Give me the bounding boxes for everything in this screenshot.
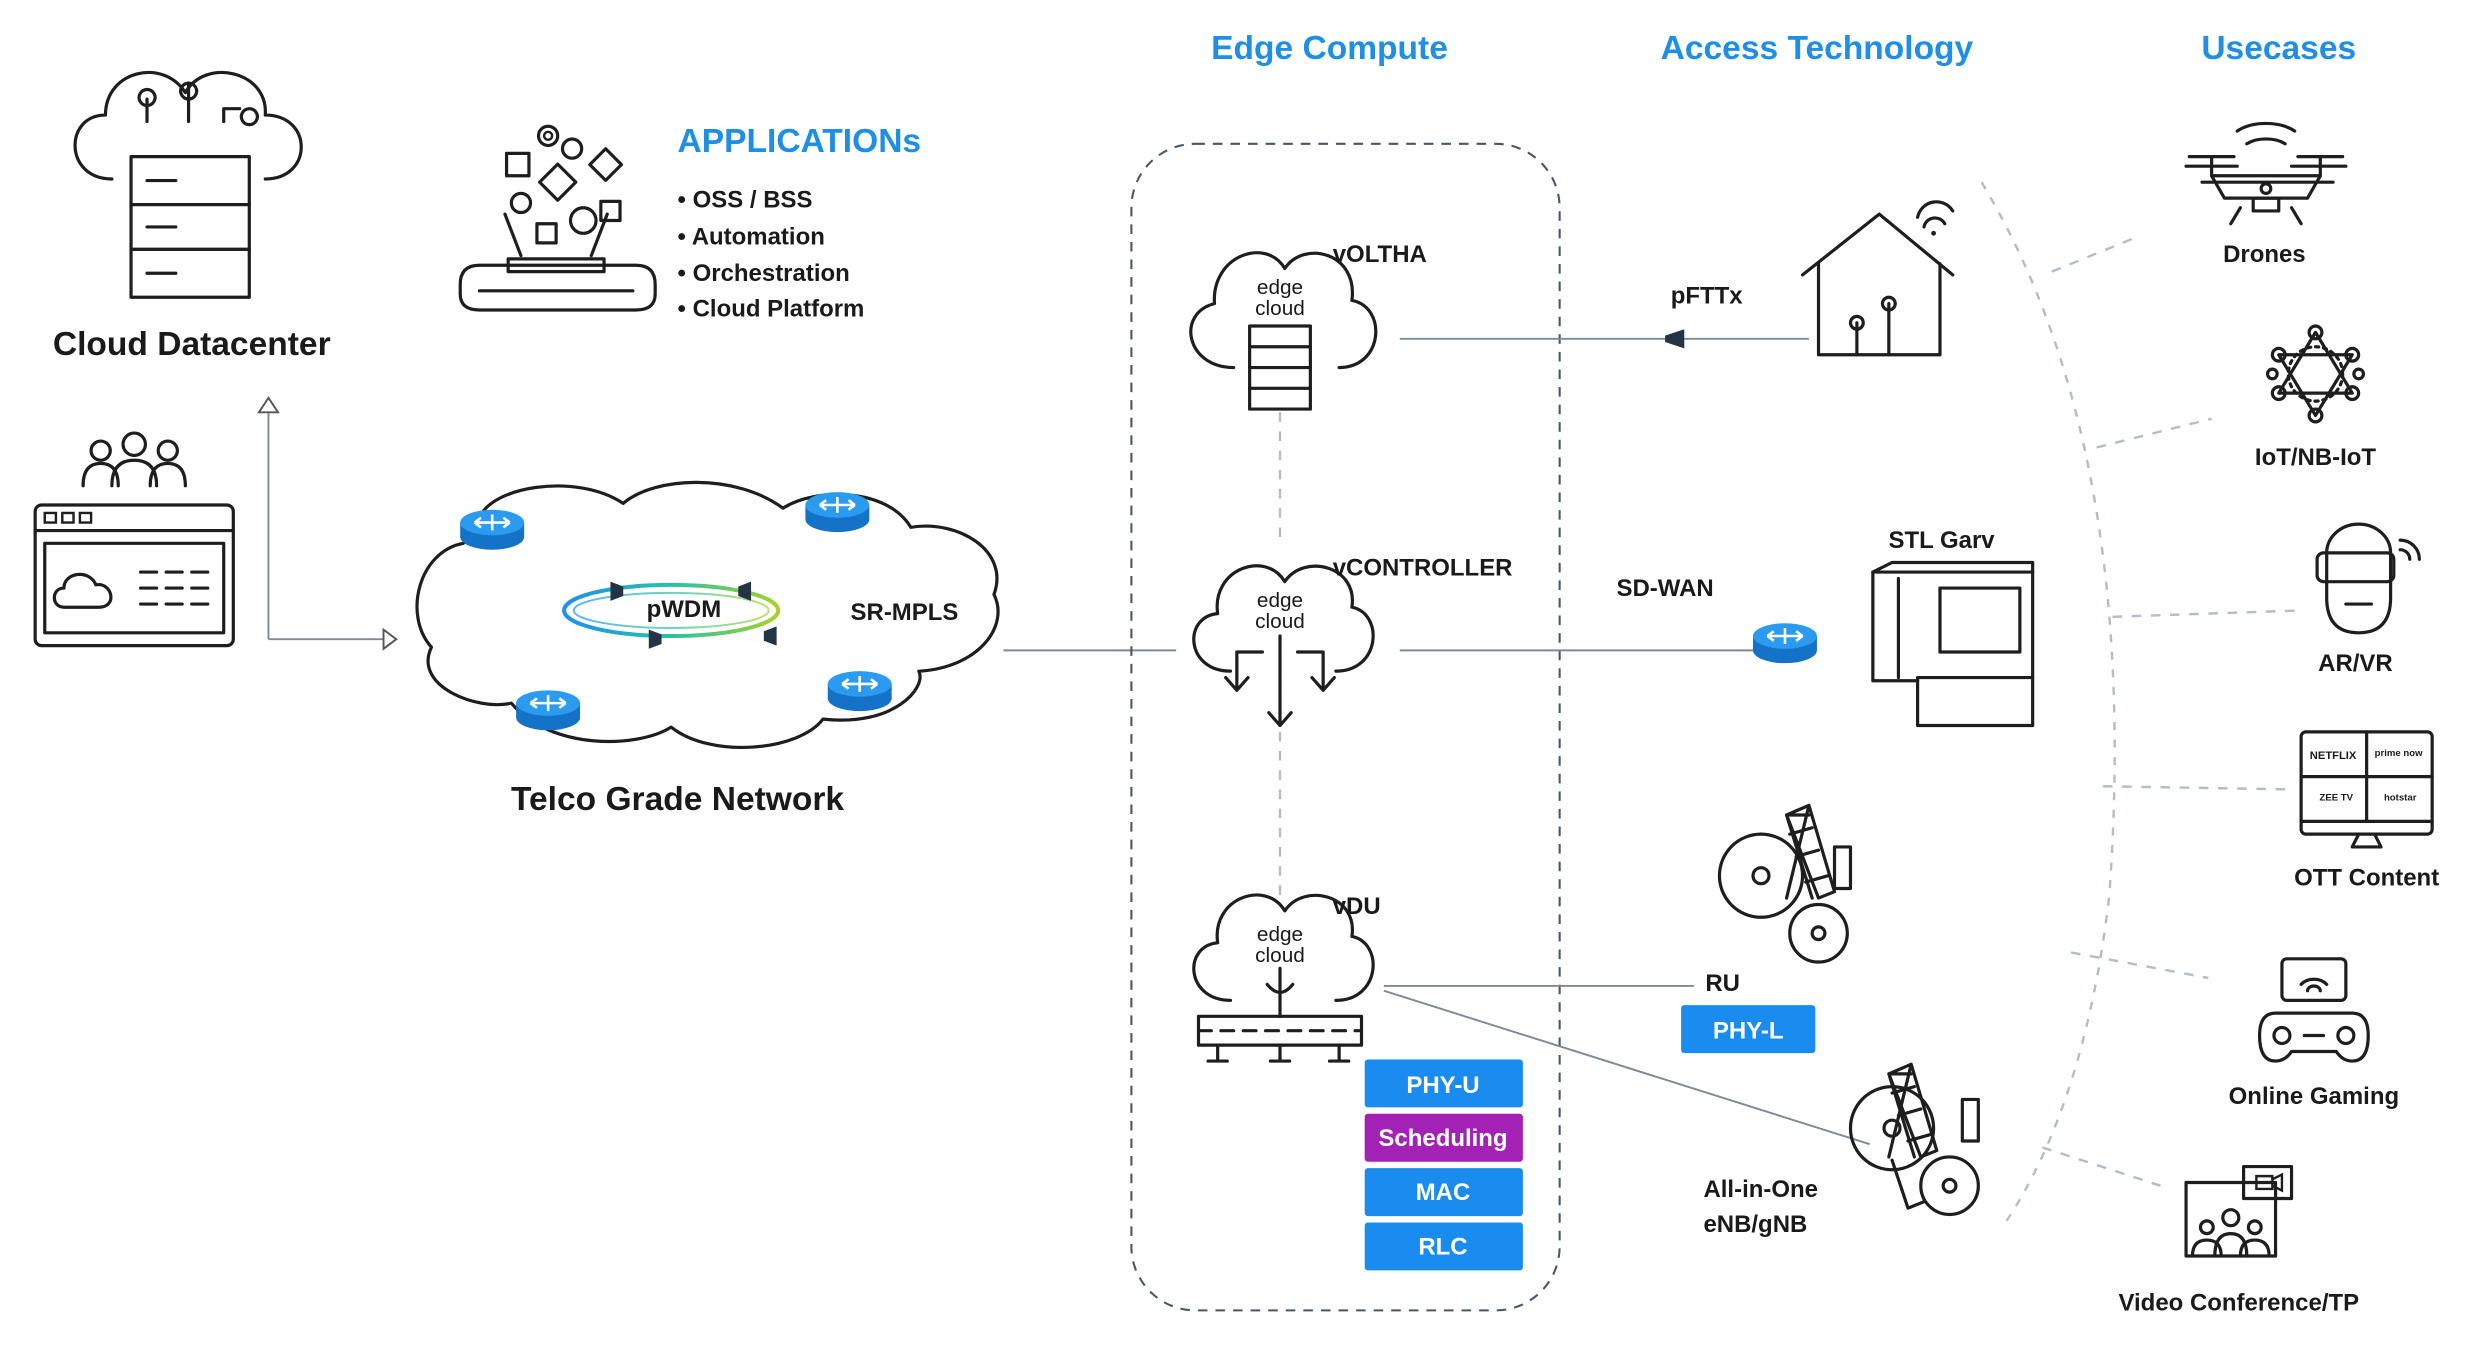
edge-cloud-text: cloud [1255,610,1305,633]
router-icon [1751,621,1819,665]
gaming-controller-icon [2257,957,2370,1063]
sdwan-label: SD-WAN [1617,575,1714,602]
allinone-label: All-in-One [1703,1176,1818,1203]
voltha-label: vOLTHA [1333,241,1427,268]
vr-headset-icon [2315,522,2421,635]
chip-phy-l [1681,1005,1816,1054]
applications-title: APPLICATIONs [678,123,922,160]
optical-node-icon [610,581,777,649]
ru-radio-icon [1717,803,1853,964]
ott-tv-icon [2299,730,2434,849]
edge-cloud-voltha-icon [1189,251,1378,411]
allinone-label-2: eNB/gNB [1703,1211,1807,1238]
usecase-label-iot: IoT/NB-IoT [2255,444,2377,471]
router-icon [514,689,582,732]
srmpls-label: SR-MPLS [851,599,959,626]
usecase-label-arvr: AR/VR [2318,650,2393,677]
edge-cloud-text: cloud [1255,944,1305,967]
ott-brand: hotstar [2384,793,2417,804]
edge-cloud-vdu-icon [1192,893,1375,1063]
usecase-label-ott: OTT Content [2294,864,2439,891]
ru-label: RU [1705,970,1740,997]
chip-mac-label: MAC [1416,1179,1471,1206]
chip-rlc-label: RLC [1418,1233,1467,1260]
ott-brand: NETFLIX [2310,750,2357,762]
smart-home-icon [1800,200,1955,357]
ott-brand: prime now [2375,748,2423,759]
edge-cloud-vcontroller-icon [1192,564,1375,728]
header-edge-compute: Edge Compute [1211,30,1448,67]
applications-item: • Orchestration [678,260,850,287]
header-usecases: Usecases [2201,30,2356,67]
chip-phy-l-label: PHY-L [1713,1018,1784,1045]
vdu-label: vDU [1333,893,1381,920]
all-in-one-radio-icon [1848,1062,1980,1217]
telco-network-label: Telco Grade Network [511,781,844,818]
edge-compute-container [1130,142,1561,1312]
applications-icon [458,124,657,312]
edge-cloud-text: edge [1257,276,1303,299]
chip-rlc [1364,1222,1523,1271]
chip-scheduling-label: Scheduling [1378,1125,1507,1152]
usecase-label-video-conference: Video Conference/TP [2118,1289,2359,1316]
applications-item: • Automation [678,223,825,250]
router-icon [804,490,871,534]
cloud-datacenter-icon [73,70,303,299]
applications-item: • Cloud Platform [678,295,865,322]
usecase-label-gaming: Online Gaming [2229,1083,2399,1110]
stl-garv-device-icon [1871,560,2035,728]
telco-network-cloud [415,480,1000,750]
usecases-arc [1980,181,2116,1224]
header-access-technology: Access Technology [1661,30,1974,67]
protocol-stack: PHY-U Scheduling MAC RLC [1364,1059,1523,1271]
drone-icon [2184,121,2348,226]
video-conference-icon [2184,1164,2294,1258]
ott-brand: ZEE TV [2320,793,2354,804]
applications-item: • OSS / BSS [678,187,813,214]
vcontroller-label: vCONTROLLER [1333,554,1513,581]
cloud-datacenter-label: Cloud Datacenter [53,326,331,363]
iot-network-icon [2265,324,2366,424]
edge-cloud-text: edge [1257,923,1303,946]
pwdm-label: pWDM [647,596,722,623]
pfttx-label: pFTTx [1671,283,1744,310]
chip-phy-u [1364,1059,1523,1108]
users-dashboard-icon [33,431,235,648]
chip-scheduling [1364,1113,1523,1162]
chip-phy-u-label: PHY-U [1406,1072,1479,1099]
edge-cloud-text: edge [1257,589,1303,612]
chip-mac [1364,1168,1523,1217]
applications-list: • OSS / BSS • Automation • Orchestration… [678,187,865,323]
pwdm-ring [562,582,781,639]
stl-label: STL Garv [1888,527,1995,554]
usecase-label-drones: Drones [2223,241,2306,268]
edge-cloud-text: cloud [1255,297,1305,320]
router-icon [826,669,893,713]
router-icon [458,508,526,551]
optical-node-icon [1665,329,1685,349]
